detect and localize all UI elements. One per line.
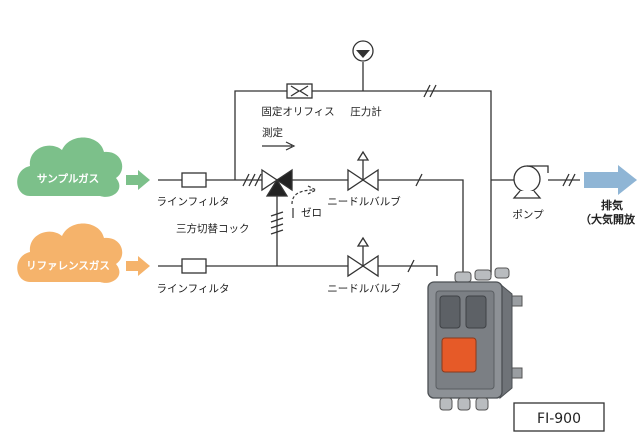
model-label: FI-900 xyxy=(537,411,581,427)
exhaust-label-line2: （大気開放 xyxy=(580,212,636,226)
needle-valve-icon xyxy=(347,150,379,192)
analyzer-icon xyxy=(427,267,523,411)
bypass-line xyxy=(234,90,492,275)
reference-arrow xyxy=(126,256,150,276)
orifice-icon xyxy=(286,83,313,99)
pump-icon xyxy=(512,165,549,199)
filter-icon xyxy=(181,172,207,188)
exhaust-arrow xyxy=(584,165,637,195)
needle-valve-bottom-label: ニードルバルブ xyxy=(327,282,401,295)
sample-gas-label: サンプルガス xyxy=(37,172,99,185)
piping xyxy=(158,62,580,276)
zero-label: ゼロ xyxy=(301,207,322,219)
hash-marks xyxy=(242,84,576,273)
sample-gas-cloud: サンプルガス xyxy=(17,137,123,197)
arrow-right-icon xyxy=(126,256,150,276)
cloud-icon xyxy=(17,137,123,197)
reference-gas-label: リファレンスガス xyxy=(26,259,110,272)
pressure-gauge-label: 圧力計 xyxy=(350,105,382,118)
model-label-box xyxy=(513,402,605,432)
line-filter-bottom-label: ラインフィルタ xyxy=(157,283,230,295)
needle-valve-top-label: ニードルバルブ xyxy=(327,195,401,208)
reference-gas-cloud: リファレンスガス xyxy=(17,223,123,283)
zero-arrow-icon xyxy=(291,185,318,205)
sample-line xyxy=(158,179,464,274)
measure-arrow-icon xyxy=(262,141,296,151)
sample-arrow xyxy=(126,170,150,190)
measure-label: 測定 xyxy=(262,126,283,139)
line-filter-top-label: ラインフィルタ xyxy=(157,196,230,208)
arrow-right-icon xyxy=(584,165,637,195)
exhaust-label-line1: 排気 xyxy=(601,198,623,212)
pressure-gauge-icon xyxy=(352,40,374,62)
reference-line xyxy=(158,265,438,276)
filter-icon xyxy=(181,258,207,274)
three-way-valve-icon xyxy=(261,168,293,197)
fixed-orifice-label: 固定オリフィス xyxy=(261,105,334,118)
pump-label: ポンプ xyxy=(512,209,544,221)
needle-valve-icon xyxy=(347,236,379,278)
arrow-right-icon xyxy=(126,170,150,190)
three-way-valve-label: 三方切替コック xyxy=(176,222,250,235)
cloud-icon xyxy=(17,223,123,283)
